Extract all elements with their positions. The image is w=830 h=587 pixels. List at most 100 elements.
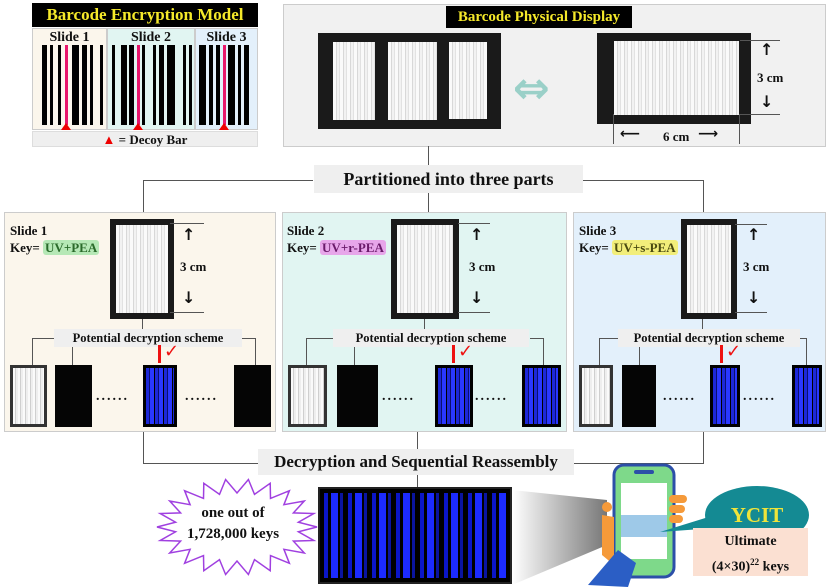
slide-label: Slide 1	[10, 223, 48, 238]
ellipsis: ......	[475, 389, 508, 404]
ultimate-line-2: (4×30)22 keys	[693, 552, 808, 578]
down-arrow-icon: ↓	[470, 288, 484, 307]
barcode-bar	[100, 45, 103, 125]
barcode-bar	[153, 45, 156, 125]
key-prefix: Key=	[287, 240, 317, 255]
barcode-bar	[228, 45, 235, 125]
barcode-bar	[189, 45, 192, 125]
check-icon: ✓	[458, 341, 474, 362]
slide-3-photo	[681, 219, 737, 319]
decryption-candidate-white	[288, 365, 327, 427]
decryption-candidate-dark	[337, 365, 378, 427]
decryption-candidate-dark	[234, 365, 271, 427]
down-arrow-icon: ↓	[760, 92, 774, 111]
encryption-model-title: Barcode Encryption Model	[32, 3, 258, 27]
burst-line-2: 1,728,000 keys	[186, 526, 280, 542]
barcode-bar	[142, 45, 145, 125]
decryption-candidate-dark	[622, 365, 656, 427]
enc-slide-label: Slide 3	[206, 30, 247, 45]
barcode-bar	[58, 45, 61, 125]
barcode-bar	[129, 45, 134, 125]
decoy-bar	[65, 45, 68, 125]
slide-window	[333, 42, 375, 120]
down-arrow-icon: ↓	[747, 288, 761, 307]
assembled-slide-frame	[597, 33, 751, 124]
decoy-legend-text: = Decoy Bar	[118, 132, 188, 147]
up-arrow-icon: ↑	[747, 225, 761, 244]
decryption-candidate-blue	[792, 365, 822, 427]
key-value: UV+PEA	[43, 240, 100, 255]
down-arrow-icon: ↓	[182, 288, 196, 307]
barcode-bar	[167, 45, 175, 125]
starburst-shape	[156, 478, 318, 576]
size-label: 3 cm	[180, 259, 207, 274]
speech-tail	[660, 515, 715, 532]
barcode-bar	[199, 45, 206, 125]
up-arrow-icon: ↑	[470, 225, 484, 244]
ellipsis: ......	[663, 389, 696, 404]
scheme-title: Potential decryption scheme	[54, 329, 242, 347]
slide-label: Slide 3	[579, 223, 617, 238]
enc-slide-3: Slide 3	[195, 28, 258, 130]
decryption-candidate-dark	[55, 365, 92, 427]
slide-label: Slide 2	[287, 223, 325, 238]
ellipsis: ......	[743, 389, 776, 404]
barcode-bar	[50, 45, 53, 125]
ultimate-keys-box: Ultimate (4×30)22 keys	[693, 528, 808, 576]
enc-slide-label: Slide 2	[130, 30, 172, 45]
barcode-bar	[244, 45, 249, 125]
decryption-candidate-correct	[710, 365, 740, 427]
beam-shape	[512, 490, 607, 585]
barcode-bar	[121, 45, 127, 125]
barcode-bar	[112, 45, 115, 125]
barcode-bar	[238, 45, 241, 125]
size-label: 3 cm	[743, 259, 770, 274]
ultimate-exponent: 22	[750, 557, 760, 567]
decryption-candidate-correct	[435, 365, 473, 427]
height-measure-label: 3 cm	[757, 70, 784, 85]
reassembly-title: Decryption and Sequential Reassembly	[258, 449, 574, 475]
width-measure-label: 6 cm	[663, 129, 690, 144]
slide-1-photo	[110, 219, 174, 319]
decoy-marker-icon	[61, 123, 71, 130]
slide-2-details: Slide 2 Key= UV+r-PEA	[287, 222, 386, 256]
scan-beam	[512, 490, 607, 585]
slide-1-details: Slide 1 Key= UV+PEA	[10, 222, 100, 256]
ellipsis: ......	[96, 389, 129, 404]
slide-2-photo	[391, 219, 459, 319]
decoy-legend: ▲ = Decoy Bar	[32, 131, 258, 147]
speech-tail-shape	[660, 515, 715, 532]
ellipsis: ......	[382, 389, 415, 404]
ultimate-line-1: Ultimate	[724, 534, 777, 549]
enc-slide-label: Slide 1	[49, 30, 90, 45]
key-value: UV+s-PEA	[612, 240, 678, 255]
smartphone-hand-icon	[588, 463, 687, 587]
barcode-bar	[42, 45, 47, 125]
key-count-text: one out of 1,728,000 keys	[178, 503, 288, 545]
assembled-window	[614, 41, 739, 115]
right-arrow-icon: ⟶	[698, 126, 719, 142]
scheme-title: Potential decryption scheme	[618, 329, 800, 347]
three-slide-frame	[318, 33, 501, 129]
scheme-title: Potential decryption scheme	[333, 329, 529, 347]
barcode-bar	[209, 45, 213, 125]
decoy-bar	[137, 45, 140, 125]
partition-title: Partitioned into three parts	[314, 165, 583, 193]
enc-slide-1: Slide 1	[32, 28, 107, 130]
burst-line-1: one out of	[201, 505, 265, 521]
key-prefix: Key=	[579, 240, 609, 255]
ellipsis: ......	[185, 389, 218, 404]
decoy-marker-icon	[219, 123, 229, 130]
decoy-marker-icon	[133, 123, 143, 130]
key-prefix: Key=	[10, 240, 40, 255]
ultimate-suffix: keys	[759, 559, 790, 575]
ultimate-base: (4×30)	[711, 559, 751, 575]
left-arrow-icon: ⟵	[620, 126, 641, 142]
reassembled-barcode	[318, 487, 512, 584]
key-value: UV+r-PEA	[320, 240, 386, 255]
slide-3-details: Slide 3 Key= UV+s-PEA	[579, 222, 678, 256]
barcode-bar	[183, 45, 186, 125]
barcode-bar	[90, 45, 93, 125]
barcode-bar	[216, 45, 220, 125]
barcode-bar	[82, 45, 87, 125]
